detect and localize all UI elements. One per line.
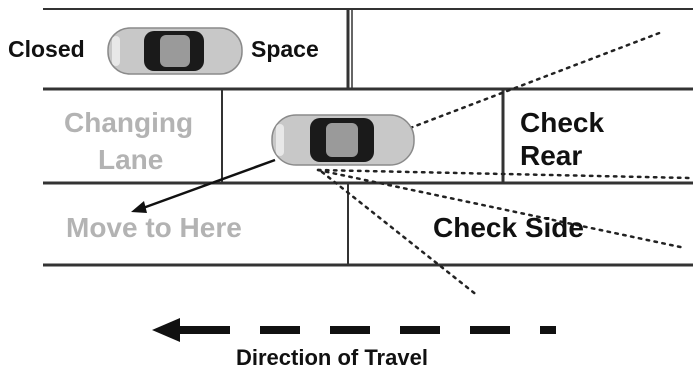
sight-lines: [316, 30, 692, 298]
sight-line-down: [320, 170, 480, 298]
direction-dash: [330, 326, 370, 334]
sight-line-lower: [316, 168, 687, 250]
direction-arrowhead: [152, 318, 180, 342]
sight-line-upper: [408, 30, 664, 130]
direction-arrow: [152, 318, 556, 342]
direction-dash: [260, 326, 300, 334]
sight-line-mid: [316, 168, 692, 180]
arrow-left-icon: [131, 158, 276, 213]
direction-dash: [540, 326, 556, 334]
space-label: Space: [251, 36, 319, 62]
check-rear-label-line2: Rear: [520, 140, 583, 171]
direction-dash: [178, 326, 230, 334]
car-top-view-icon: [107, 27, 243, 75]
lane-lines: [43, 8, 693, 267]
direction-dash: [470, 326, 510, 334]
direction-of-travel-label: Direction of Travel: [236, 345, 428, 370]
check-side-label: Check Side: [433, 212, 584, 243]
car-top-view-icon: [271, 114, 415, 166]
closed-label: Closed: [8, 36, 85, 62]
changing-lane-label-line2: Lane: [98, 144, 164, 175]
changing-lane-label-line1: Changing: [64, 107, 194, 138]
move-to-here-label: Move to Here: [66, 212, 242, 243]
check-rear-label-line1: Check: [520, 107, 605, 138]
direction-dash: [400, 326, 440, 334]
